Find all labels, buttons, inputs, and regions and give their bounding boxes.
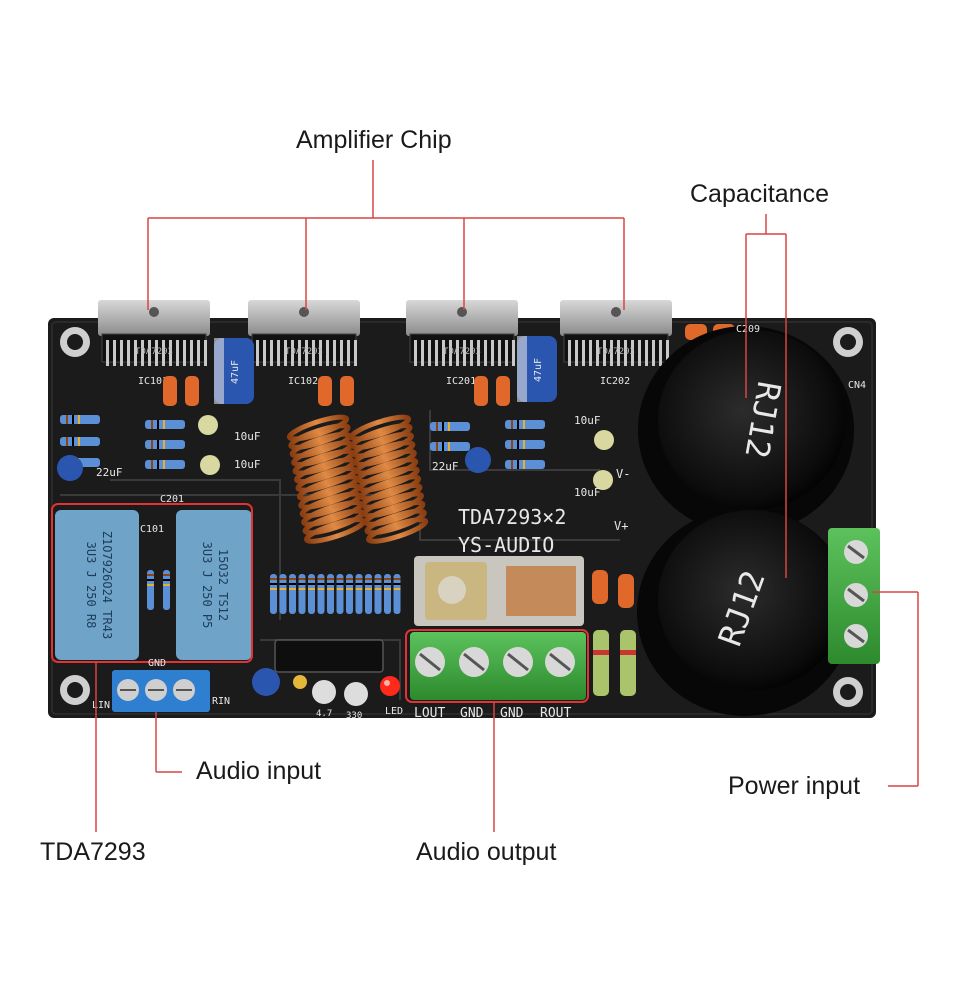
- cap-value-label: 330: [346, 711, 362, 721]
- voltage-label: V-: [616, 467, 630, 481]
- cap-value-label: 47uF: [230, 360, 241, 384]
- output-label-gnd: GND: [500, 706, 524, 721]
- resistor-icon: [270, 574, 277, 614]
- resistor-icon: [298, 574, 306, 614]
- resistor-icon: [60, 437, 100, 446]
- resistor-icon: [327, 574, 334, 614]
- svg-text:15O32 TS123U3 J 250 P5: 15O32 TS123U3 J 250 P5: [200, 542, 230, 629]
- capacitor-ref: C209: [736, 324, 760, 335]
- led-icon: [380, 676, 400, 696]
- resistor-icon: [317, 574, 325, 614]
- mounting-hole-icon: [60, 327, 863, 707]
- chip-ref-label: IC202: [600, 376, 630, 387]
- output-label-lout: LOUT: [414, 706, 445, 721]
- chip-part-label: TDA7293: [135, 347, 173, 357]
- board-title: TDA7293×2: [458, 505, 566, 529]
- resistor-icon: [384, 574, 391, 614]
- cap-label: 10uF: [234, 458, 261, 471]
- tantalum-capacitor-icon: [163, 324, 735, 608]
- small-capacitor-icon: [57, 415, 614, 490]
- resistor-icon: [374, 574, 382, 614]
- callout-capacitance: Capacitance: [690, 180, 829, 208]
- resistor-icon: [145, 420, 185, 429]
- small-electrolytic-capacitor-icon: [252, 668, 368, 706]
- resistor-icon: [355, 574, 363, 614]
- resistor-icon: [346, 574, 353, 614]
- film-cap-text: Z1O7926O24 TR433U3 J 250 R8 15O32 TS123U…: [84, 531, 230, 639]
- film-capacitor-icon: [55, 510, 252, 660]
- resistor-icon: [430, 442, 470, 451]
- audio-output-highlight-box: [405, 629, 589, 703]
- power-resistor-icon: [593, 630, 636, 696]
- power-input-connector: [828, 528, 880, 664]
- inductor-coil-icon: [348, 414, 429, 544]
- resistor-icon: [430, 422, 470, 431]
- chip-ref-label: IC102: [288, 376, 318, 387]
- chip-part-label: TDA7293: [285, 347, 323, 357]
- input-label-lin: LIN: [92, 700, 110, 711]
- resistor-icon: [279, 574, 287, 614]
- resistor-icon: [145, 440, 185, 449]
- film-cap-ref: C101: [140, 524, 164, 535]
- callout-lines: [95, 160, 919, 832]
- callout-amplifier-chip: Amplifier Chip: [296, 126, 452, 154]
- board-model: YS-AUDIO: [458, 533, 554, 557]
- callout-audio-input: Audio input: [196, 757, 322, 785]
- cap-label: 10uF: [574, 486, 601, 499]
- output-label-gnd: GND: [460, 706, 484, 721]
- cap-value-label: 47uF: [533, 358, 544, 382]
- led-label: LED: [385, 706, 403, 717]
- output-label-rout: ROUT: [540, 706, 571, 721]
- callout-tda7293: TDA7293: [40, 838, 146, 866]
- resistor-icon: [505, 420, 545, 429]
- small-electrolytic-capacitor-icon: [214, 336, 557, 404]
- callout-power-input: Power input: [728, 772, 861, 800]
- voltage-label: V+: [614, 519, 628, 533]
- cap-label: 10uF: [234, 430, 261, 443]
- audio-input-connector: [112, 670, 210, 712]
- large-electrolytic-capacitor-icon: [637, 326, 854, 716]
- resistor-icon: [145, 460, 185, 469]
- resistor-icon: [365, 574, 372, 614]
- resistor-icon: [289, 574, 296, 614]
- resistor-icon: [163, 570, 170, 610]
- resistor-icon: [505, 440, 545, 449]
- input-label-gnd: GND: [148, 658, 166, 669]
- chip-ref-label: IC101: [138, 376, 168, 387]
- svg-text:Z1O7926O24 TR433U3 J 250 R8: Z1O7926O24 TR433U3 J 250 R8: [84, 531, 114, 639]
- resistor-icon: [336, 574, 344, 614]
- ic-socket: [274, 639, 384, 673]
- cap-label: 10uF: [574, 414, 601, 427]
- resistor-icon: [393, 574, 401, 614]
- chip-part-label: TDA7293: [597, 347, 635, 357]
- relay-icon: [414, 556, 584, 626]
- chip-part-label: TDA7293: [443, 347, 481, 357]
- cap-label: 22uF: [96, 466, 123, 479]
- resistor-icon: [60, 415, 100, 424]
- tda7293-highlight-box: [51, 503, 253, 663]
- cap-value-label: 4.7: [316, 709, 332, 719]
- resistor-icon: [505, 460, 545, 469]
- chip-ref-label: IC201: [446, 376, 476, 387]
- callout-audio-output: Audio output: [416, 838, 557, 866]
- cap-label: 22uF: [432, 460, 459, 473]
- resistor-icon: [147, 570, 154, 610]
- input-label-rin: RIN: [212, 696, 230, 707]
- resistor-icon: [308, 574, 315, 614]
- connector-ref: CN4: [848, 380, 866, 391]
- film-cap-ref: C201: [160, 494, 184, 505]
- audio-output-connector: [410, 632, 586, 700]
